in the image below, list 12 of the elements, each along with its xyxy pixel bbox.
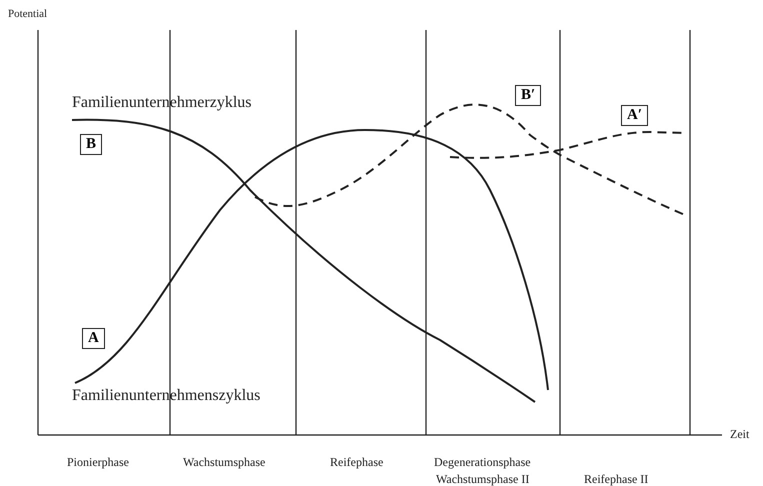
curve-label-box: B (80, 134, 102, 155)
phase-label: Wachstumsphase (183, 455, 266, 470)
phase-label: Wachstumsphase II (436, 472, 530, 486)
curve-label-box: B′ (515, 85, 542, 106)
phase-label: Reifephase (330, 455, 384, 470)
phase-label: Degenerationsphase (434, 455, 531, 470)
axis-label: Potential (8, 8, 48, 20)
phase-label: Reifephase II (584, 472, 648, 486)
axis-label: Zeit (730, 427, 750, 442)
curve-label-box: A (82, 328, 105, 349)
curve-label-box: A′ (621, 105, 648, 126)
phase-label: Pionierphase (67, 455, 129, 470)
